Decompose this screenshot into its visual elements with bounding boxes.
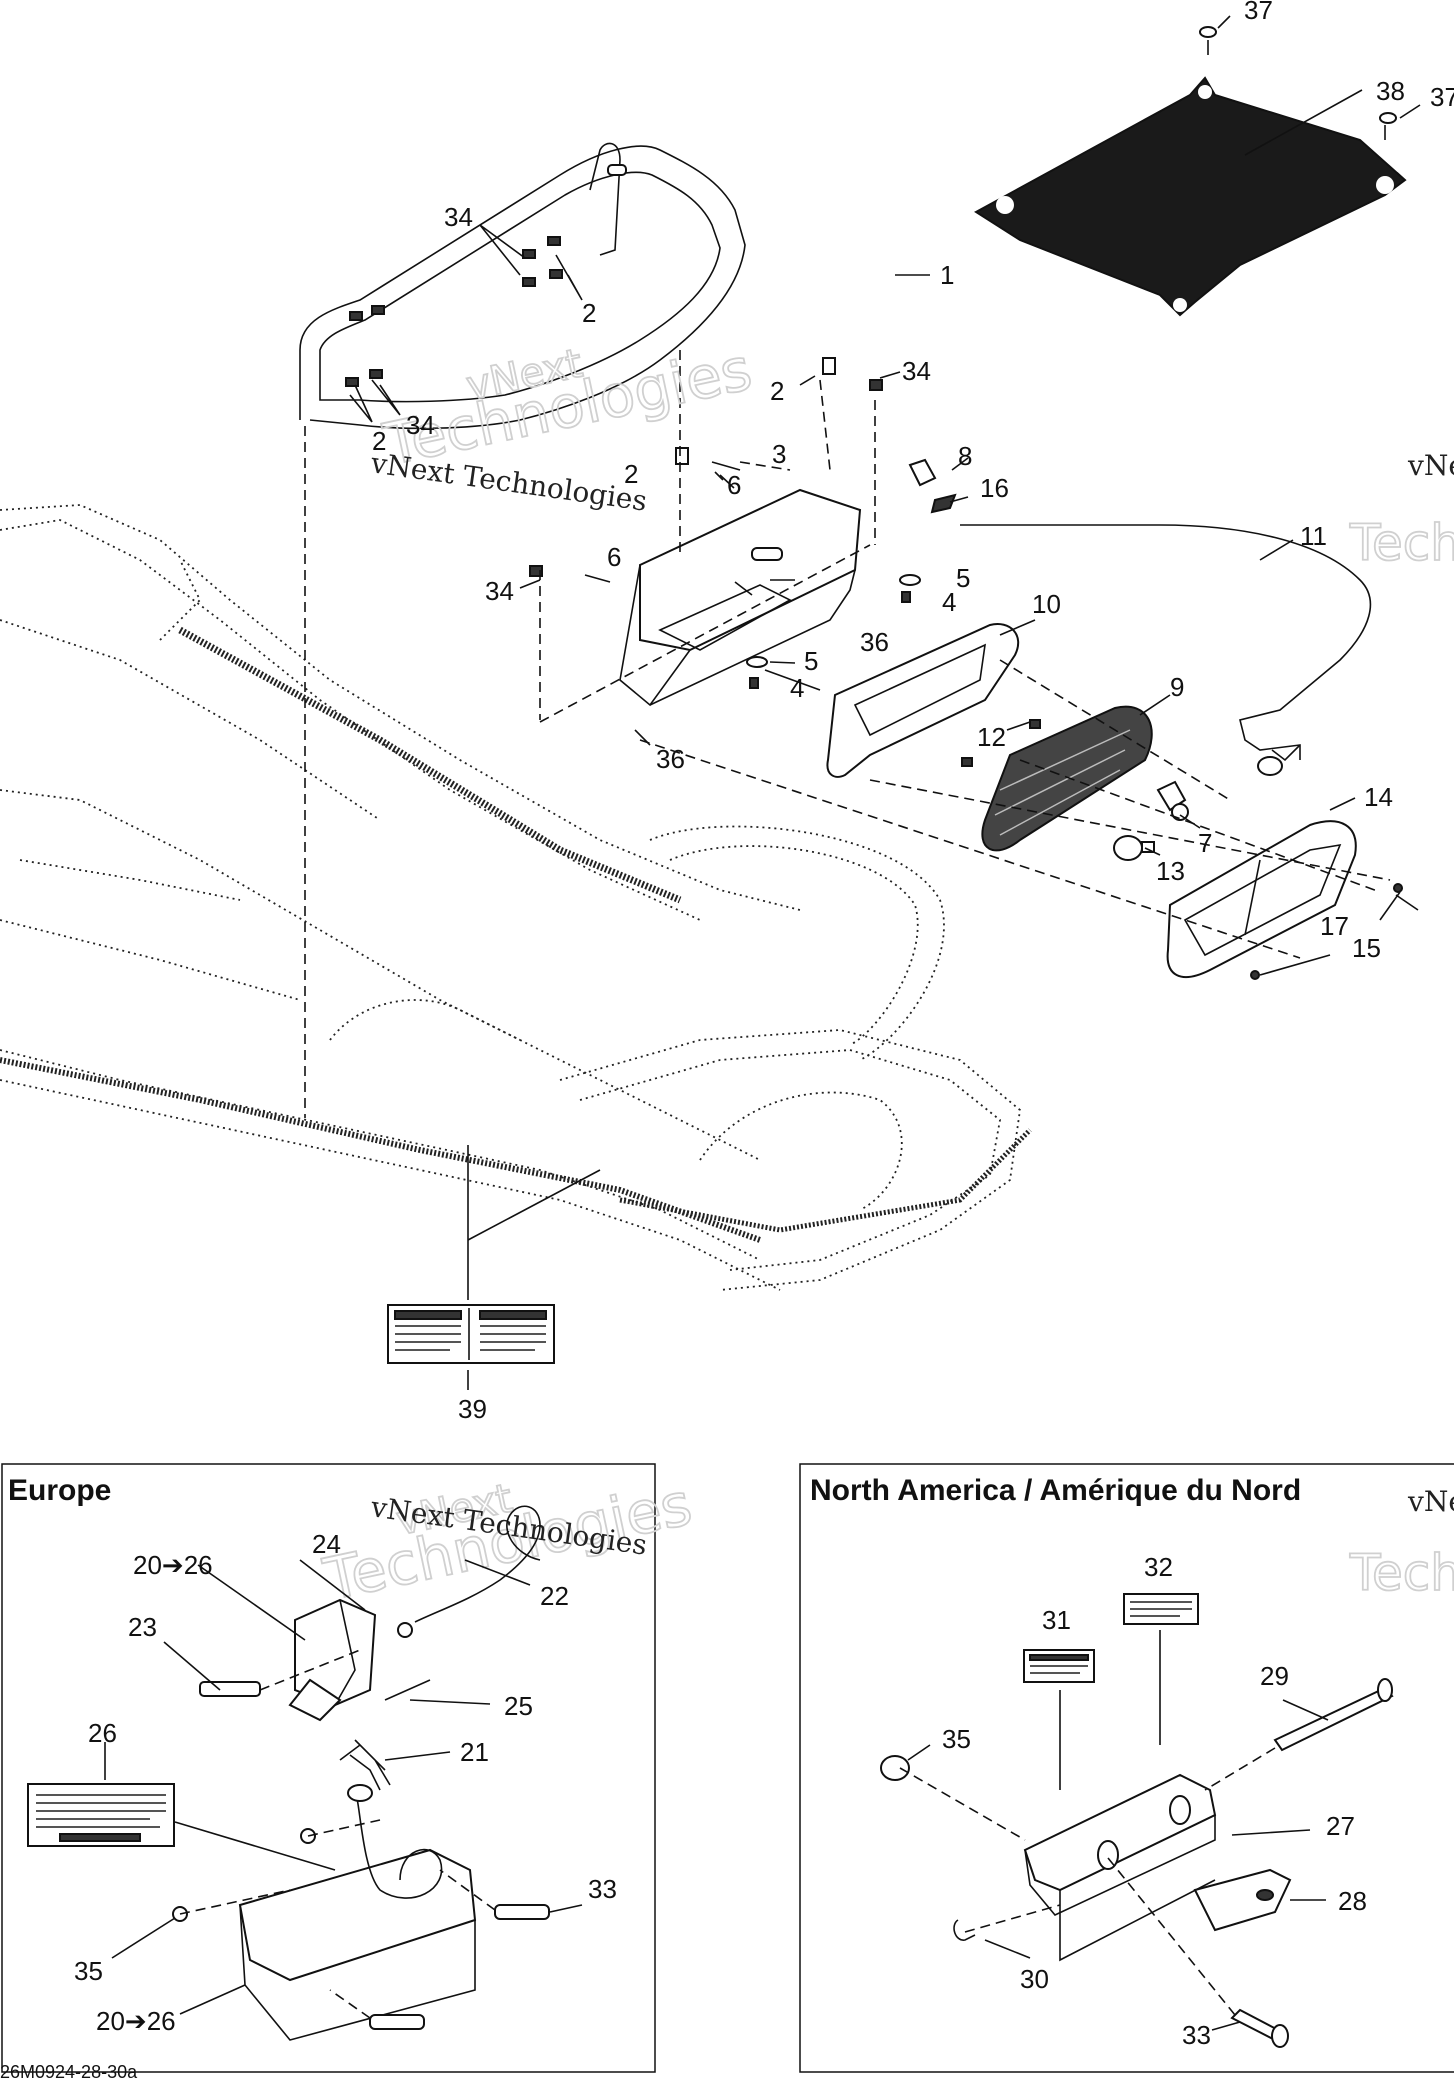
light-bracket-part (619, 488, 862, 707)
handle-bolts (345, 236, 883, 577)
svg-text:Technologies: Technologies (1349, 1544, 1454, 1602)
callout-17: 17 (1320, 911, 1349, 941)
callout-35b: 35 (942, 1724, 971, 1754)
callout-22: 22 (540, 1581, 569, 1611)
callouts-top: 37 38 37 34 2 1 2 34 2 34 2 3 6 8 16 11 … (372, 0, 1454, 1424)
leader-lines-top (349, 15, 1421, 1390)
callout-4b: 4 (790, 673, 804, 703)
callout-1: 1 (940, 260, 954, 290)
light-housing-part (826, 623, 1020, 778)
callout-24: 24 (312, 1529, 341, 1559)
callout-7: 7 (1198, 828, 1212, 858)
callout-25: 25 (504, 1691, 533, 1721)
callout-8: 8 (958, 441, 972, 471)
svg-text:vNext: vNext (1407, 1485, 1454, 1518)
callout-5a: 5 (956, 563, 970, 593)
callout-34d: 34 (485, 576, 514, 606)
connector-parts (908, 458, 957, 514)
callout-33a: 33 (588, 1874, 617, 1904)
callout-37b: 37 (1430, 82, 1454, 112)
track-band (0, 626, 1032, 1243)
callout-39: 39 (458, 1394, 487, 1424)
callout-34b: 34 (902, 356, 931, 386)
assembly-lines (304, 350, 1391, 1118)
callout-4a: 4 (942, 587, 956, 617)
callout-29: 29 (1260, 1661, 1289, 1691)
callout-21: 21 (460, 1737, 489, 1767)
warning-decal-39 (387, 1304, 555, 1364)
callout-27: 27 (1326, 1811, 1355, 1841)
callout-2a: 2 (582, 298, 596, 328)
callout-23: 23 (128, 1612, 157, 1642)
callout-5b: 5 (804, 646, 818, 676)
callout-12: 12 (977, 722, 1006, 752)
callout-2b: 2 (770, 376, 784, 406)
grab-handle-part (299, 142, 746, 430)
callout-6a: 6 (727, 470, 741, 500)
callout-11: 11 (1300, 521, 1327, 551)
callout-16: 16 (980, 473, 1009, 503)
light-lens-part (981, 705, 1153, 852)
callout-35a: 35 (74, 1956, 103, 1986)
rubber-mat-part (974, 26, 1407, 317)
callout-36a: 36 (860, 627, 889, 657)
callout-15: 15 (1352, 933, 1381, 963)
wiring-harness-part (960, 524, 1372, 776)
callout-28: 28 (1338, 1886, 1367, 1916)
callout-13: 13 (1156, 856, 1185, 886)
callout-31: 31 (1042, 1605, 1071, 1635)
bulb-parts (961, 719, 1189, 861)
drawing-code: 26M0924-28-30a (0, 2062, 138, 2078)
europe-heading: Europe (8, 1474, 111, 1507)
callout-33b: 33 (1182, 2020, 1211, 2050)
snowmobile-chassis (0, 504, 1021, 1291)
callout-38: 38 (1376, 76, 1405, 106)
outer-lens-part (1166, 820, 1357, 979)
callout-20-26b: 20➔26 (96, 2006, 176, 2036)
svg-text:Technologies: Technologies (1349, 514, 1454, 572)
callout-2d: 2 (624, 459, 638, 489)
small-screws (584, 461, 1419, 980)
callout-2c: 2 (372, 426, 386, 456)
callout-20-26a: 20➔26 (133, 1550, 213, 1580)
callout-14: 14 (1364, 782, 1393, 812)
callout-26: 26 (88, 1718, 117, 1748)
svg-text:vNext: vNext (1407, 449, 1454, 482)
europe-panel: Europe vNext Technologies vNext Technolo… (1, 1463, 698, 2073)
callout-6b: 6 (607, 542, 621, 572)
callout-34a: 34 (444, 202, 473, 232)
north-america-heading: North America / Amérique du Nord (810, 1474, 1301, 1507)
callout-32: 32 (1144, 1552, 1173, 1582)
callout-3: 3 (772, 439, 786, 469)
callout-10: 10 (1032, 589, 1061, 619)
callout-9: 9 (1170, 672, 1184, 702)
callout-36b: 36 (656, 744, 685, 774)
callout-30: 30 (1020, 1964, 1049, 1994)
north-america-panel: North America / Amérique du Nord vNext T… (799, 1463, 1454, 2073)
callout-34c: 34 (406, 410, 435, 440)
callout-37a: 37 (1244, 0, 1273, 25)
watermark-text-top: vNext Technologies (368, 446, 649, 518)
